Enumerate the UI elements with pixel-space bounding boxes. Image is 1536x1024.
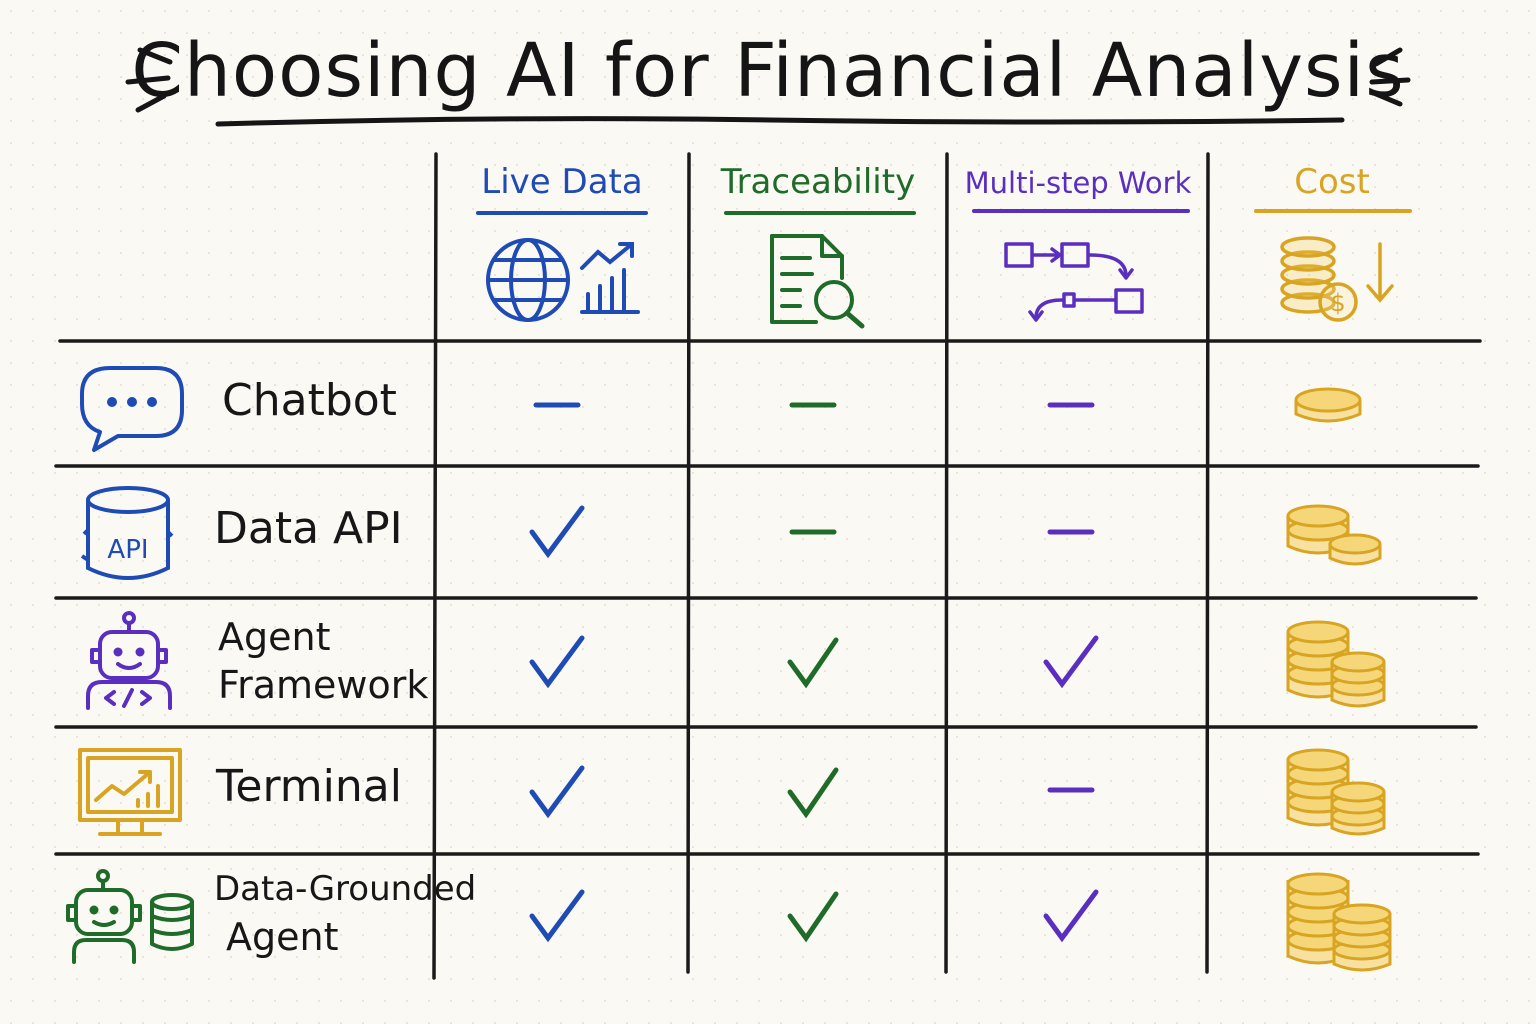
check-mark	[1043, 889, 1099, 943]
col-header-live-data: Live Data	[481, 162, 643, 202]
check-mark	[787, 891, 839, 943]
check-mark	[787, 767, 839, 819]
col-header-cost: Cost	[1294, 162, 1370, 202]
check-mark	[529, 635, 585, 689]
coin-icon	[1294, 387, 1362, 423]
check-mark	[787, 637, 839, 689]
row-label-chatbot: Chatbot	[222, 375, 397, 426]
coin-stack-icon	[1286, 504, 1382, 566]
api-badge-text: API	[107, 535, 148, 565]
check-mark	[529, 765, 585, 819]
coin-stack-icon	[1286, 620, 1386, 708]
row-label-data-grounded-line1: Data-Grounded	[214, 869, 477, 909]
check-mark	[1043, 635, 1099, 689]
row-label-data-grounded-line2: Agent	[226, 915, 339, 959]
row-label-data-api: Data API	[214, 503, 403, 554]
coin-stack-icon	[1286, 872, 1392, 972]
row-label-agent-framework-line2: Framework	[218, 663, 429, 707]
check-mark	[529, 889, 585, 943]
svg-text:$: $	[1330, 289, 1345, 317]
row-label-agent-framework-line1: Agent	[218, 615, 331, 659]
coin-stack-icon	[1286, 748, 1386, 836]
page-title: Choosing AI for Financial Analysis	[131, 28, 1405, 114]
row-label-terminal: Terminal	[216, 761, 402, 812]
col-header-multi-step-work: Multi-step Work	[964, 166, 1192, 200]
col-header-traceability: Traceability	[720, 162, 916, 202]
check-mark	[529, 505, 585, 559]
